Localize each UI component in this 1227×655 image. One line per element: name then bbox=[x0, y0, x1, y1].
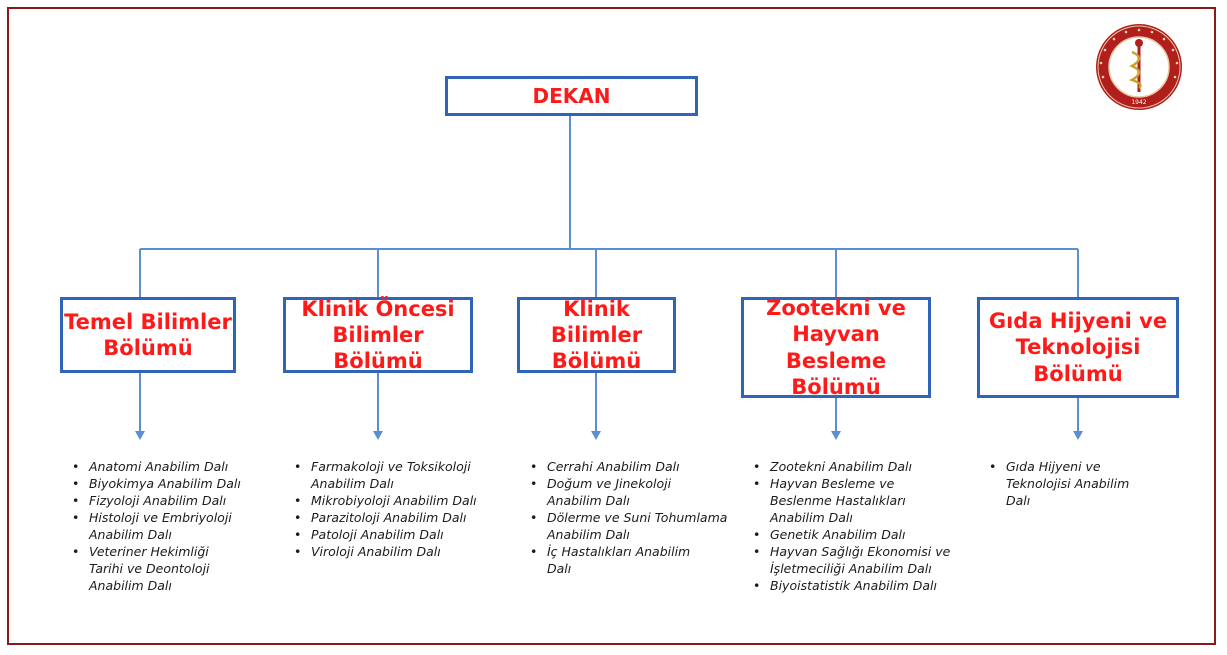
list-item: Hayvan Besleme ve Beslenme Hastalıkları … bbox=[753, 475, 985, 526]
department-title: Zootekni ve Hayvan Besleme Bölümü bbox=[766, 296, 906, 399]
list-item: Zootekni Anabilim Dalı bbox=[753, 458, 985, 475]
list-item: Genetik Anabilim Dalı bbox=[753, 526, 985, 543]
department-box-klinik: Klinik Bilimler Bölümü bbox=[517, 297, 676, 373]
department-title: Gıda Hijyeni ve Teknolojisi Bölümü bbox=[988, 309, 1168, 386]
department-title: Temel Bilimler Bölümü bbox=[64, 309, 232, 360]
list-item: Gıda Hijyeni ve Teknolojisi Anabilim Dal… bbox=[989, 458, 1164, 509]
unit-list-temel: Anatomi Anabilim Dalı Biyokimya Anabilim… bbox=[72, 458, 267, 594]
list-item: Histoloji ve Embriyoloji Anabilim Dalı bbox=[72, 509, 267, 543]
list-item: Hayvan Sağlığı Ekonomisi ve İşletmeciliğ… bbox=[753, 543, 985, 577]
arrow-head-5 bbox=[1073, 431, 1083, 440]
unit-list-klinik: Cerrahi Anabilim Dalı Doğum ve Jinekoloj… bbox=[530, 458, 735, 577]
list-item: Farmakoloji ve Toksikoloji Anabilim Dalı bbox=[294, 458, 504, 492]
list-item: Doğum ve Jinekoloji Anabilim Dalı bbox=[530, 475, 735, 509]
department-title: Klinik Bilimler Bölümü bbox=[550, 296, 643, 374]
list-item: Parazitoloji Anabilim Dalı bbox=[294, 509, 504, 526]
slide-frame bbox=[7, 7, 1216, 645]
department-box-klinik-oncesi: Klinik Öncesi Bilimler Bölümü bbox=[283, 297, 473, 373]
department-box-gida: Gıda Hijyeni ve Teknolojisi Bölümü bbox=[977, 297, 1179, 398]
arrow-head-2 bbox=[373, 431, 383, 440]
seal-year: 1942 bbox=[1131, 99, 1146, 106]
dekan-box: DEKAN bbox=[445, 76, 698, 116]
dekan-label: DEKAN bbox=[532, 83, 611, 108]
department-title: Klinik Öncesi Bilimler Bölümü bbox=[301, 296, 455, 374]
list-item: Cerrahi Anabilim Dalı bbox=[530, 458, 735, 475]
university-seal-icon: 1942 bbox=[1094, 22, 1184, 112]
list-item: Patoloji Anabilim Dalı bbox=[294, 526, 504, 543]
department-box-zootekni: Zootekni ve Hayvan Besleme Bölümü bbox=[741, 296, 931, 399]
arrow-head-4 bbox=[831, 431, 841, 440]
unit-list-gida: Gıda Hijyeni ve Teknolojisi Anabilim Dal… bbox=[989, 458, 1164, 509]
arrow-head-3 bbox=[591, 431, 601, 440]
unit-list-zootekni: Zootekni Anabilim Dalı Hayvan Besleme ve… bbox=[753, 458, 985, 594]
department-box-temel: Temel Bilimler Bölümü bbox=[60, 297, 236, 373]
list-item: Mikrobiyoloji Anabilim Dalı bbox=[294, 492, 504, 509]
list-item: Biyoistatistik Anabilim Dalı bbox=[753, 577, 985, 594]
list-item: Dölerme ve Suni Tohumlama Anabilim Dalı bbox=[530, 509, 735, 543]
list-item: Viroloji Anabilim Dalı bbox=[294, 543, 504, 560]
list-item: Biyokimya Anabilim Dalı bbox=[72, 475, 267, 492]
list-item: İç Hastalıkları Anabilim Dalı bbox=[530, 543, 735, 577]
arrow-head-1 bbox=[135, 431, 145, 440]
list-item: Fizyoloji Anabilim Dalı bbox=[72, 492, 267, 509]
unit-list-klinik-oncesi: Farmakoloji ve Toksikoloji Anabilim Dalı… bbox=[294, 458, 504, 560]
list-item: Anatomi Anabilim Dalı bbox=[72, 458, 267, 475]
list-item: Veteriner Hekimliği Tarihi ve Deontoloji… bbox=[72, 543, 267, 594]
